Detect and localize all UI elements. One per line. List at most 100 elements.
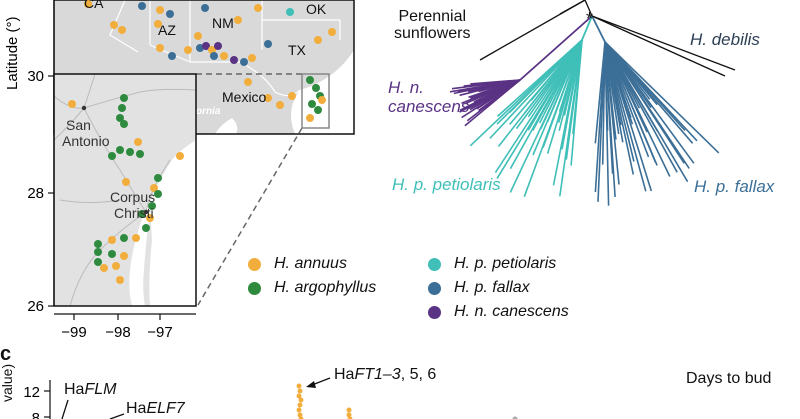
trait-label: Days to bud	[686, 370, 772, 387]
annotation-flm-gene: FLM	[84, 381, 117, 398]
point-annuus	[150, 184, 158, 192]
branch-petiolaris	[508, 39, 583, 126]
city-label-corpus-1: Corpus	[110, 189, 155, 205]
annotation-ft: HaFT1–3, 5, 6	[334, 367, 436, 383]
fallax-label: H. p. fallax	[694, 177, 775, 196]
point-annuus	[112, 262, 120, 270]
branch-petiolaris	[559, 39, 583, 197]
point-argophyllus	[154, 190, 162, 198]
point-annuus	[122, 178, 130, 186]
point-argophyllus	[142, 224, 150, 232]
point-annuus	[84, 0, 92, 8]
inset-dashed-line-bottom	[197, 127, 303, 306]
legend-swatch-argophyllus	[248, 282, 261, 295]
branch-core	[584, 0, 593, 17]
map-figure: CA AZ NM OK TX Mexico ornia	[4, 0, 355, 341]
point-fallax	[264, 40, 272, 48]
y-axis: 30 28 26 Latitude (°)	[4, 0, 55, 315]
state-label-ok: OK	[306, 1, 327, 17]
point-fallax	[138, 2, 146, 10]
point-annuus	[132, 234, 140, 242]
panel-letter-c: c	[0, 343, 12, 365]
branch-fallax	[604, 41, 720, 154]
point-argophyllus	[312, 84, 320, 92]
point-annuus	[264, 94, 272, 102]
inset-barrier-island	[143, 210, 152, 306]
point-argophyllus	[120, 234, 128, 242]
city-dot-corpus-christi	[143, 209, 149, 215]
debilis-label: H. debilis	[690, 30, 760, 49]
point-fallax	[168, 52, 176, 60]
state-label-nm: NM	[212, 15, 234, 31]
branch-petiolaris	[496, 39, 583, 117]
point-argophyllus	[136, 150, 144, 158]
y-tick-26: 26	[27, 298, 44, 315]
point-annuus	[68, 100, 76, 108]
panel-c-tick-label-12: 12	[23, 384, 40, 401]
point-annuus	[108, 236, 116, 244]
point-annuus	[184, 46, 192, 54]
point-annuus	[220, 52, 228, 60]
y-axis-label: Latitude (°)	[4, 16, 21, 90]
city-label-san-antonio-1: San	[66, 117, 91, 133]
annotation-elf7-prefix: Ha	[126, 400, 147, 417]
legend-swatch-petiolaris	[428, 258, 441, 271]
annotation-elf7-gene: ELF7	[146, 400, 185, 417]
point-annuus	[244, 78, 252, 86]
point-annuus	[134, 138, 142, 146]
inset-source-box	[301, 73, 330, 129]
point-argophyllus	[94, 240, 102, 248]
branch-petiolaris	[509, 39, 583, 193]
annotation-ft-gene: FT1–3	[354, 366, 401, 383]
point-argophyllus	[120, 120, 128, 128]
point-fallax	[201, 4, 209, 12]
baja-label: ornia	[196, 106, 221, 117]
tree-star: *	[586, 9, 594, 29]
point-argophyllus	[126, 148, 134, 156]
branch-canescens	[470, 79, 521, 85]
gulf-sea	[291, 50, 354, 134]
point-argophyllus	[148, 202, 156, 210]
state-label-ca: CA	[84, 0, 104, 11]
branch-petiolaris	[552, 39, 583, 186]
legend-label-annuus: H. annuus	[274, 255, 347, 272]
legend-label-argophyllus: H. argophyllus	[274, 279, 377, 296]
branch-fallax	[594, 41, 606, 144]
branch-fallax	[604, 41, 610, 206]
point-argophyllus	[94, 248, 102, 256]
map-panel: CA AZ NM OK TX Mexico ornia	[0, 0, 360, 345]
point-argophyllus	[306, 76, 314, 84]
arrow-ft	[311, 377, 331, 386]
branch-fallax	[604, 41, 685, 164]
point-argophyllus	[108, 250, 116, 258]
main-map-points	[84, 0, 336, 122]
annotation-ft-suffix: , 5, 6	[400, 366, 437, 383]
point-petiolaris	[286, 8, 294, 16]
clade-stem	[581, 15, 593, 41]
legend-swatch-annuus	[248, 258, 261, 271]
canescens-label: H. n. canescens	[388, 78, 470, 117]
perennial-label: Perennial sunflowers	[394, 8, 471, 43]
point-annuus	[288, 92, 296, 100]
legend-swatch-fallax	[428, 282, 441, 295]
phylogeny-panel: * Perennial sunflowers H. debilis H. n. …	[360, 0, 800, 240]
annotation-ft-prefix: Ha	[334, 366, 355, 383]
manhattan-points	[296, 383, 353, 419]
legend-swatch-canescens	[428, 306, 441, 319]
branch-fallax	[604, 41, 653, 192]
country-label-mexico: Mexico	[222, 89, 267, 105]
manhattan-point-grey	[512, 416, 518, 419]
annotation-flm: HaFLM	[64, 382, 116, 398]
point-argophyllus	[314, 106, 322, 114]
point-annuus	[100, 264, 108, 272]
panel-c-tick-label-8: 8	[32, 410, 40, 419]
city-label-corpus-2: Christi	[114, 205, 154, 221]
point-fallax	[240, 58, 248, 66]
point-annuus	[110, 21, 118, 29]
point-annuus	[318, 96, 326, 104]
state-label-tx: TX	[288, 42, 307, 58]
point-argophyllus	[108, 152, 116, 160]
point-annuus	[176, 152, 184, 160]
point-canescens	[202, 42, 210, 50]
point-annuus	[156, 6, 164, 14]
